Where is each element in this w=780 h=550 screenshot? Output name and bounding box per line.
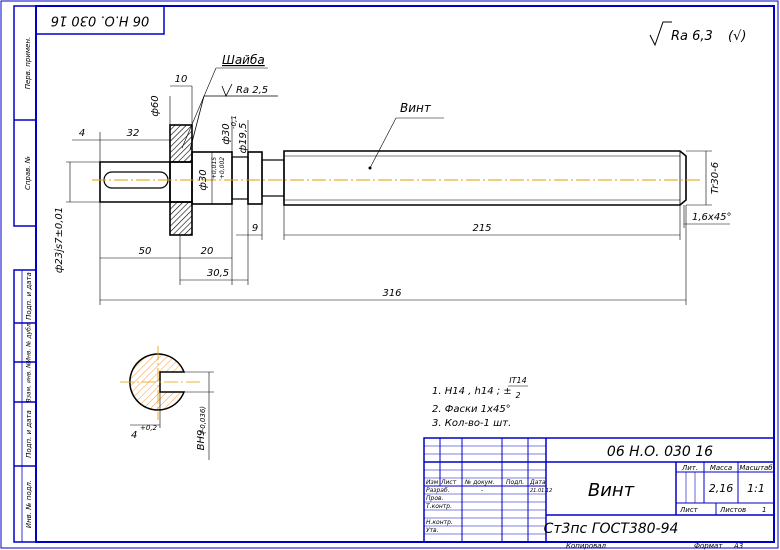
dim-key-width: 4 — [131, 430, 137, 441]
side-label-sign-date-2: Подп. и дата — [25, 410, 33, 458]
rotated-designation-text: 06 Н.О. 030 16 — [51, 13, 150, 28]
note-1-numerator: IT14 — [509, 376, 526, 385]
dim-d60: ф60 — [150, 95, 161, 116]
dim-d30a: ф30 — [221, 123, 232, 144]
role-norm-control: Н.контр. — [426, 519, 453, 526]
dim-key-depth-tol: (-0,036) — [199, 406, 207, 434]
dim-215: 215 — [472, 223, 491, 234]
dim-key-depth: ВН9 — [196, 430, 207, 451]
mass-value: 2,16 — [709, 482, 734, 495]
title-name: Винт — [588, 480, 635, 501]
note-2: 2. Фаски 1x45° — [432, 404, 511, 415]
dim-10: 10 — [175, 74, 188, 85]
dim-20: 20 — [201, 246, 214, 257]
dim-d23: ф23js7±0,01 — [54, 207, 65, 273]
col-doc: № докум. — [464, 479, 495, 486]
col-date: Дата — [529, 479, 546, 486]
roughness-general-paren: (√) — [728, 29, 746, 44]
title-block: 06 Н.О. 030 16 Винт Ст3пс ГОСТ380-94 Изм… — [423, 437, 775, 543]
sheet-label: Лист — [679, 506, 699, 514]
dim-30-5: 30,5 — [207, 268, 229, 279]
scale-label: Масштаб — [739, 464, 773, 472]
side-label-sign-date-1: Подп. и дата — [25, 272, 33, 320]
dim-d30b-lower: +0,002 — [219, 157, 226, 179]
key-section-view: 4 +0,2 ВН9 (-0,036) — [120, 346, 214, 460]
dimension-lines: ф60 10 4 32 ф23js7±0,01 ф30 -0,1 ф19,5 ф… — [54, 74, 732, 305]
dim-d30a-tol: -0,1 — [230, 115, 238, 129]
role-checker: Пров. — [426, 495, 444, 502]
note-1: 1. Н14 , h14 ; ± — [432, 386, 512, 397]
screw-main-view — [92, 124, 700, 236]
mass-label: Масса — [710, 464, 732, 472]
dim-4: 4 — [79, 128, 85, 139]
dim-32: 32 — [127, 128, 140, 139]
side-label-reference: Справ. № — [24, 156, 32, 190]
dim-9: 9 — [252, 223, 258, 234]
roughness-general: Ra 6,3 (√) — [649, 21, 746, 47]
footer-format-value: А3 — [733, 542, 743, 550]
dim-d19-5: ф19,5 — [238, 123, 249, 154]
note-3: 3. Кол-во-1 шт. — [432, 418, 511, 429]
note-1-denominator: 2 — [515, 391, 520, 400]
technical-notes: 1. Н14 , h14 ; ± IT14 2 2. Фаски 1x45° 3… — [432, 376, 528, 429]
sheets-label: Листов — [719, 506, 746, 514]
left-side-columns: Перв. примен. Справ. № Подп. и дата Инв.… — [13, 5, 37, 543]
title-material: Ст3пс ГОСТ380-94 — [544, 521, 679, 537]
col-izm: Изм — [426, 479, 439, 486]
dim-d30b-upper: +0,015 — [211, 157, 218, 179]
developer-date: 21.01.12 — [530, 488, 552, 494]
developer-dash: - — [481, 487, 483, 494]
side-label-replace-inv: Взам. инв. № — [26, 362, 33, 403]
dim-key-width-tol: +0,2 — [140, 424, 158, 432]
col-list: Лист — [440, 479, 457, 486]
callout-screw: Винт — [400, 101, 432, 115]
footer-copied: Копировал — [566, 542, 607, 550]
side-label-first-use: Перв. примен. — [24, 37, 32, 90]
dim-316: 316 — [382, 288, 401, 299]
dim-thread: Tr30-6 — [710, 162, 721, 194]
role-tech-control: Т.контр. — [426, 503, 452, 510]
callouts: Шайба Винт Ra 2,5 — [181, 53, 444, 170]
col-sign: Подп. — [506, 479, 524, 486]
rotated-designation-box: 06 Н.О. 030 16 — [35, 5, 165, 35]
role-approved: Утв. — [426, 527, 439, 534]
callout-washer: Шайба — [222, 53, 265, 67]
scale-value: 1:1 — [747, 482, 765, 495]
dim-d30b: ф30 — [198, 169, 209, 190]
side-label-original-inv: Инв. № подл. — [25, 480, 33, 528]
dim-chamfer: 1,6x45° — [692, 212, 732, 223]
dim-50: 50 — [139, 246, 152, 257]
footer-format-label: Формат — [694, 542, 723, 550]
side-label-dup-inv: Инв. № дубл. — [26, 321, 33, 362]
roughness-local: Ra 2,5 — [236, 85, 268, 96]
roughness-general-value: Ra 6,3 — [671, 29, 713, 44]
sheet-footer: Копировал Формат А3 — [566, 542, 743, 550]
role-developer: Разраб. — [426, 487, 450, 494]
title-designation: 06 Н.О. 030 16 — [607, 444, 713, 460]
lit-label: Лит. — [681, 464, 698, 472]
sheets-value: 1 — [762, 506, 766, 514]
